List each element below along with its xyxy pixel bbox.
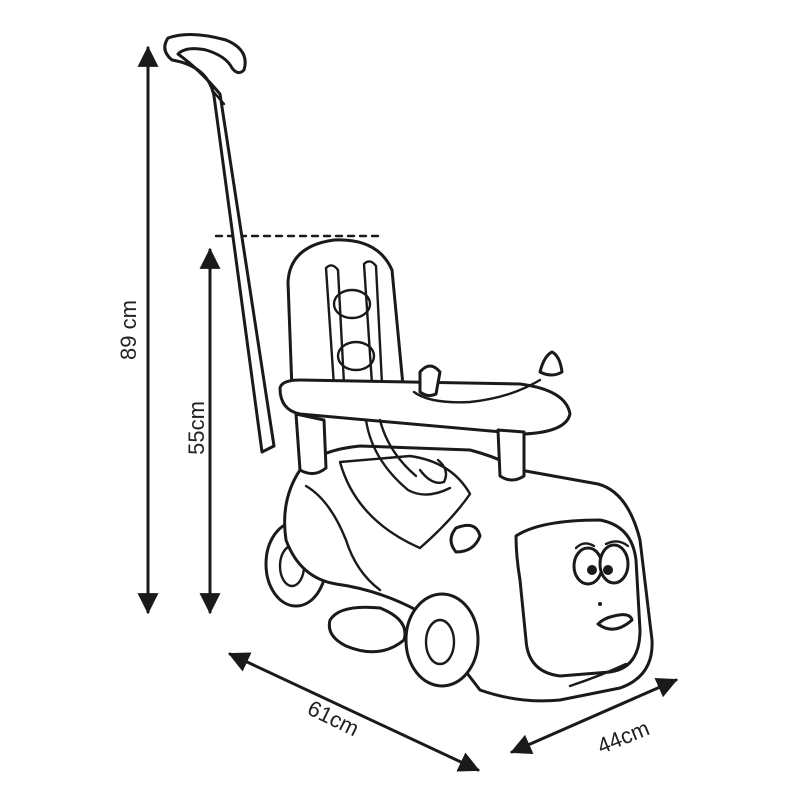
total-height-label: 89 cm xyxy=(116,300,141,360)
push-handle xyxy=(163,33,276,454)
length-arrow xyxy=(228,652,480,772)
seat-height-dimension: 55cm xyxy=(184,234,384,615)
seat-strap xyxy=(364,418,452,496)
right-eye xyxy=(598,543,630,585)
safety-tray xyxy=(278,350,572,482)
footrest xyxy=(327,605,407,654)
horn-light xyxy=(538,350,564,377)
total-height-dimension: 89 cm xyxy=(116,45,159,615)
left-eye xyxy=(572,546,604,586)
car-face xyxy=(572,540,634,631)
steering-knob xyxy=(418,364,442,398)
front-wheel xyxy=(404,592,480,688)
mouth xyxy=(596,613,634,631)
backrest xyxy=(286,238,406,398)
width-label: 44cm xyxy=(594,715,653,758)
width-arrow xyxy=(510,677,678,755)
seat-height-label: 55cm xyxy=(184,401,209,455)
